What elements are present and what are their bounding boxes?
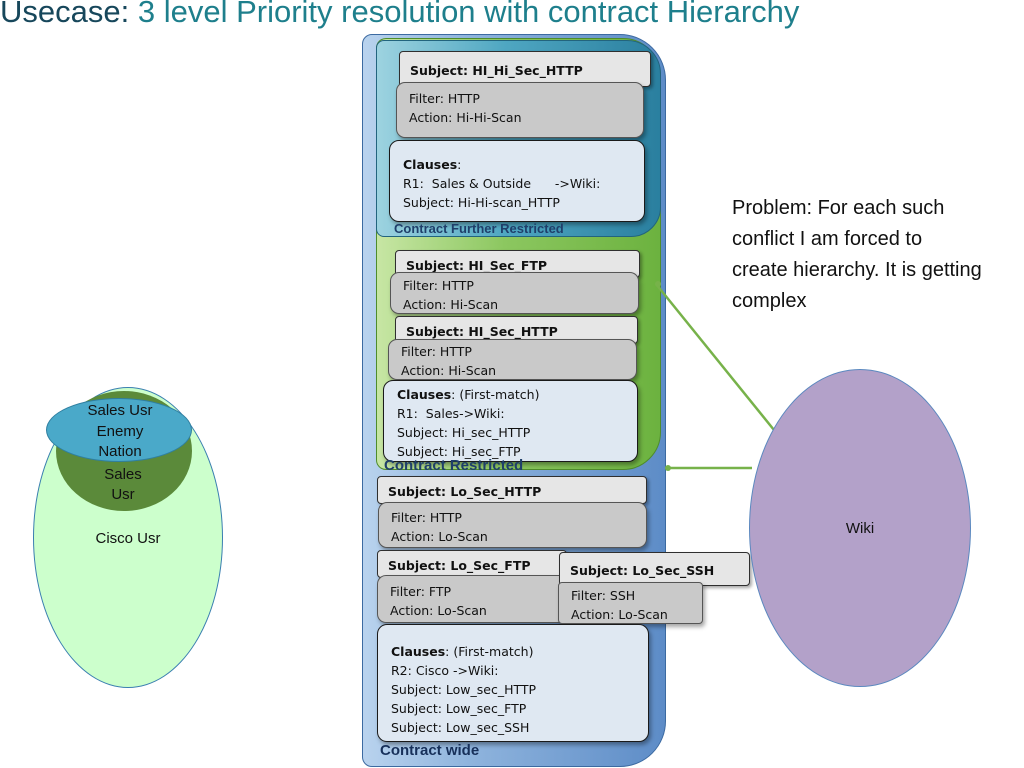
filter-text: Filter: HTTP [401,344,472,359]
clause-line: Subject: Low_sec_HTTP [391,682,537,697]
filter-box-hi-sec-ftp: Filter: HTTP Action: Hi-Scan [390,272,639,314]
connector-dot [655,281,661,287]
clauses-box-restricted: Clauses: (First-match) R1: Sales->Wiki: S… [383,380,638,462]
subject-hi-hi-sec-http[interactable]: Subject: HI_Hi_Sec_HTTP [399,51,651,87]
sales-usr-enemy-nation-group [46,398,192,462]
action-text: Action: Lo-Scan [391,529,488,544]
clauses-suffix: : [457,157,462,172]
clauses-heading: Clauses [403,157,458,172]
subject-lo-sec-ftp[interactable]: Subject: Lo_Sec_FTP [377,550,567,578]
filter-text: Filter: HTTP [391,510,462,525]
clause-line: R1: Sales->Wiki: [397,406,505,421]
clause-line: R2: Cisco ->Wiki: [391,663,499,678]
action-text: Action: Lo-Scan [390,603,487,618]
cisco-group-label: Cisco Usr [95,530,161,547]
filter-box-lo-sec-ssh: Filter: SSH Action: Lo-Scan [558,582,703,624]
subject-lo-sec-http[interactable]: Subject: Lo_Sec_HTTP [377,476,647,504]
clause-line: Subject: Low_sec_FTP [391,701,527,716]
filter-text: Filter: SSH [571,588,636,603]
wiki-label: Wiki [845,520,875,537]
subject-lo-sec-ssh[interactable]: Subject: Lo_Sec_SSH [559,552,750,586]
clauses-heading: Clauses [391,644,446,659]
slide-title: Usecase: 3 level Priority resolution wit… [0,0,799,30]
connector-restricted-to-wiki [655,283,775,431]
filter-box-lo-sec-http: Filter: HTTP Action: Lo-Scan [378,502,647,548]
action-text: Action: Hi-Hi-Scan [409,110,522,125]
clauses-suffix: : (First-match) [445,644,534,659]
clause-line: Subject: Hi_sec_HTTP [397,425,531,440]
contract-restricted-label: Contract Restricted [384,457,524,474]
sales-group-label: Sales Usr [104,466,142,503]
action-text: Action: Lo-Scan [571,607,668,622]
clauses-heading: Clauses [397,387,452,402]
clause-line: Subject: Hi_sec_FTP [397,444,521,459]
filter-text: Filter: HTTP [409,91,480,106]
clause-line: Subject: Hi-Hi-scan_HTTP [403,195,560,210]
wiki-node[interactable] [749,369,971,687]
filter-box-hi-hi: Filter: HTTP Action: Hi-Hi-Scan [396,82,644,138]
clause-line: Subject: Low_sec_SSH [391,720,530,735]
filter-box-hi-sec-http: Filter: HTTP Action: Hi-Scan [388,339,637,380]
title-prefix: Usecase: [0,0,130,29]
clauses-box-wide: Clauses: (First-match) R2: Cisco ->Wiki:… [377,624,649,742]
enemy-group-label: Sales Usr Enemy Nation [87,402,153,460]
contract-wide-label: Contract wide [380,742,480,759]
filter-text: Filter: HTTP [403,278,474,293]
action-text: Action: Hi-Scan [403,297,499,312]
filter-box-lo-sec-ftp: Filter: FTP Action: Lo-Scan [377,575,569,623]
clauses-suffix: : (First-match) [451,387,540,402]
title-main: 3 level Priority resolution with contrac… [129,0,800,29]
filter-text: Filter: FTP [390,584,452,599]
connector-dot [665,465,671,471]
action-text: Action: Hi-Scan [401,363,497,378]
problem-note: Problem: For each such conflict I am for… [732,197,982,312]
contract-further-restricted-label: Contract Further Restricted [394,221,564,236]
clauses-box-further: Clauses: R1: Sales & Outside ->Wiki: Subj… [389,140,645,222]
clause-line: R1: Sales & Outside ->Wiki: [403,176,601,191]
